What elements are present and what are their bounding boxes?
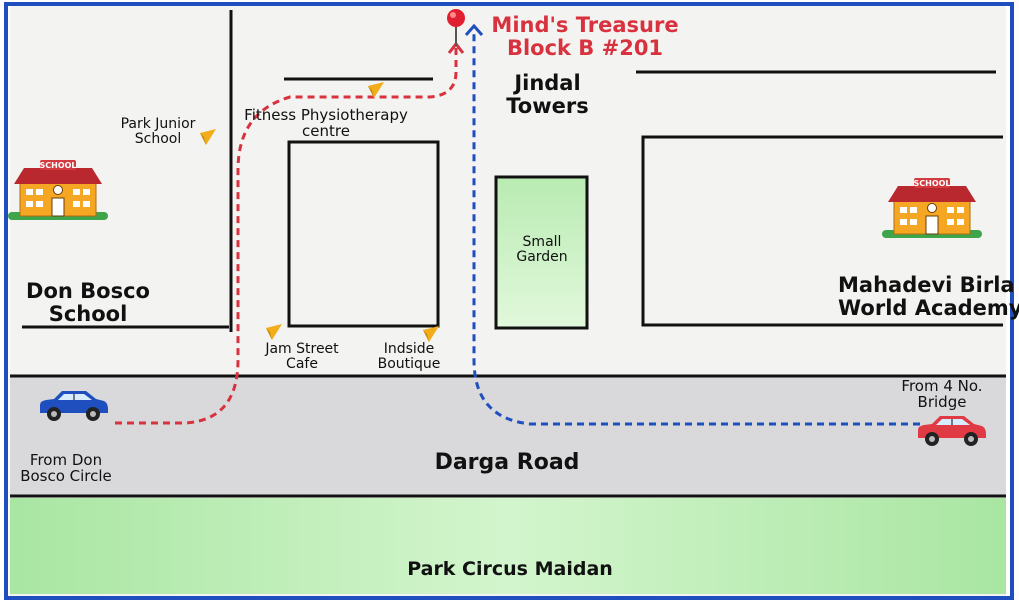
map-frame — [4, 2, 1014, 600]
destination-label: Mind's Treasure Block B #201 — [491, 13, 679, 60]
jindal-towers-label: Jindal Towers — [506, 71, 589, 118]
park-circus-maidan-label: Park Circus Maidan — [407, 558, 613, 580]
park-junior-school-label: Park Junior School — [120, 116, 196, 148]
blue-route — [472, 30, 920, 426]
small-garden-label: Small Garden — [516, 234, 568, 266]
darga-road-label: Darga Road — [434, 450, 580, 475]
park-circus-maidan-area — [10, 498, 1006, 594]
mahadevi-birla-label: Mahadevi Birla World Academy — [838, 273, 1019, 320]
location-pin-icon — [447, 9, 465, 46]
from-don-bosco-label: From Don Bosco Circle — [20, 451, 112, 486]
from-bridge-label: From 4 No. Bridge — [901, 377, 983, 412]
fitness-centre-label: Fitness Physiotherapy centre — [244, 106, 408, 141]
don-bosco-school-label: Don Bosco School — [26, 279, 150, 326]
jam-street-cafe-label: Jam Street Cafe — [265, 341, 339, 373]
indside-boutique-label: Indside Boutique — [377, 341, 441, 373]
street-lines — [22, 10, 1003, 332]
darga-road-area — [10, 376, 1006, 496]
red-route — [115, 46, 458, 425]
city-block — [287, 140, 440, 328]
small-garden-area — [494, 175, 589, 330]
